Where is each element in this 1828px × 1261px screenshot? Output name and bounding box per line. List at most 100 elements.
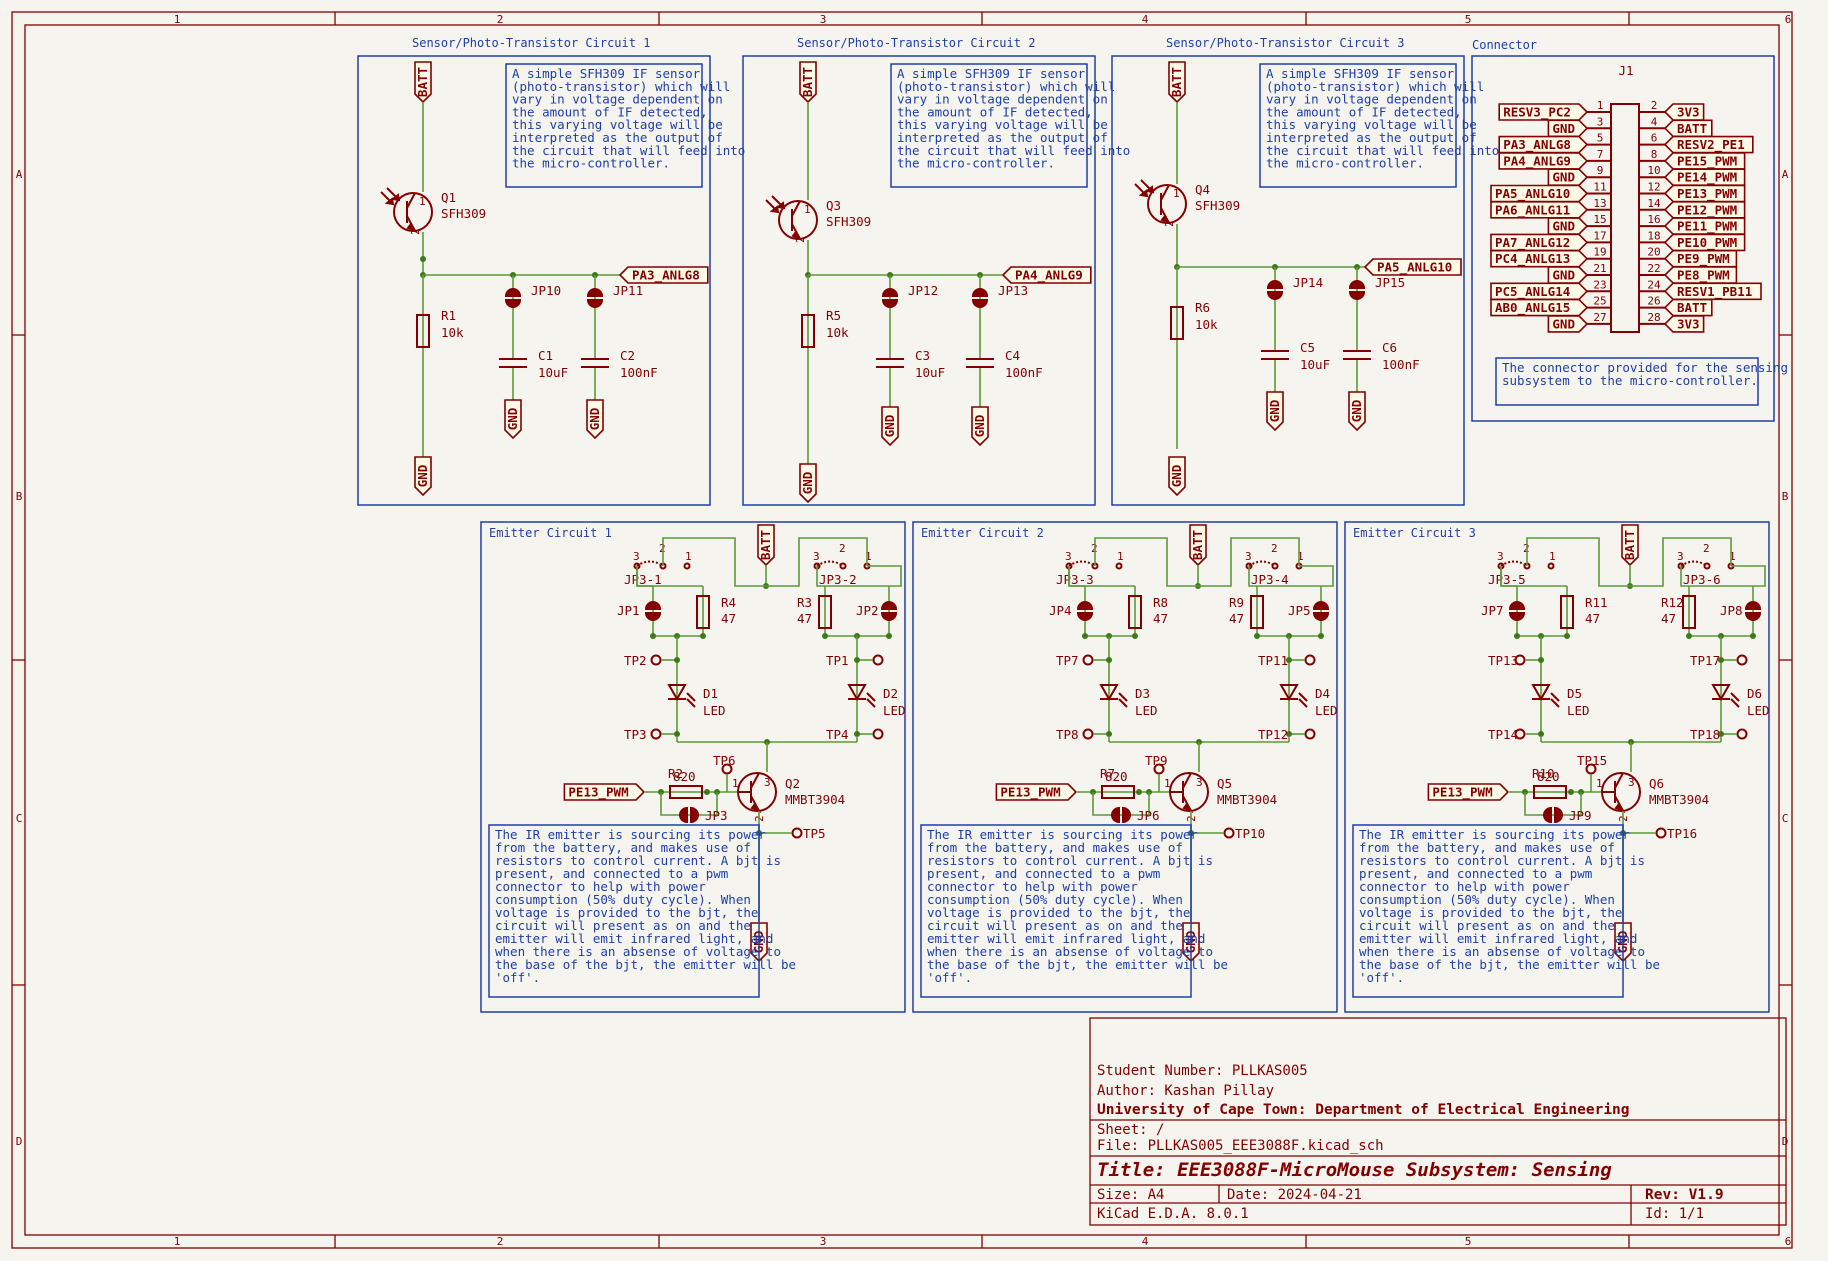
pin-number: 2 (409, 228, 422, 235)
light-arrow (769, 205, 780, 214)
junction-dot (420, 256, 426, 262)
value: 10uF (915, 365, 945, 380)
batt-flag: BATT (799, 61, 817, 104)
row-letter: B (1782, 490, 1789, 503)
label-text: PE13_PWM (1000, 785, 1060, 801)
note-line: this varying voltage will be (1266, 117, 1477, 132)
connector-net-label: 3V3 (1663, 103, 1705, 121)
flag-shape (757, 524, 775, 567)
note-line: resistors to control current. A bjt is (927, 853, 1213, 868)
resistor (1101, 785, 1135, 799)
column-number: 4 (1142, 13, 1149, 26)
flag-shape (586, 399, 604, 440)
note-line: 'off'. (1359, 970, 1404, 985)
solder-jumper (1266, 280, 1284, 289)
value: 10k (1195, 317, 1218, 332)
junction-dot (1718, 657, 1724, 663)
junction-dot (1686, 633, 1692, 639)
pin-number: 2 (1163, 220, 1176, 227)
row-letter: B (16, 490, 23, 503)
note-line: The connector provided for the sensing (1502, 360, 1788, 375)
connector-body (1610, 103, 1640, 333)
designator: TP17 (1690, 653, 1720, 668)
sheet-title: Title: EEE3088F-MicroMouse Subsystem: Se… (1097, 1159, 1612, 1181)
label-shape (1498, 103, 1589, 121)
label-text: PE10_PWM (1677, 235, 1737, 251)
ground-flag: GND (971, 406, 989, 447)
title-block-border (1089, 1017, 1787, 1226)
pin-number: 3 (1497, 550, 1504, 563)
note-line: (photo-transistor) which will (897, 79, 1115, 94)
label-shape (1547, 217, 1589, 235)
solder-jumper (1348, 291, 1366, 300)
solder-jumper (1348, 280, 1366, 289)
junction-dot (1318, 633, 1324, 639)
junction-dot (1750, 633, 1756, 639)
junction-dot (854, 731, 860, 737)
note-line: the circuit that will feed into (512, 143, 745, 158)
designator: JP5 (1288, 603, 1311, 618)
pin-number: 1 (685, 550, 692, 563)
wire (1092, 792, 1150, 816)
section-border (742, 55, 1096, 506)
note-line: resistors to control current. A bjt is (1359, 853, 1645, 868)
row-letter: A (1782, 168, 1789, 181)
value: 47 (1661, 611, 1676, 626)
flag-shape (414, 456, 432, 497)
pin-number: 25 (1593, 295, 1606, 308)
phototransistor (765, 195, 818, 242)
designator: JP3-5 (1488, 572, 1526, 587)
pin-number: 1 (1596, 777, 1603, 790)
note-line: consumption (50% duty cycle). When (927, 892, 1183, 907)
solder-jumper (1312, 601, 1330, 610)
pin-number: 9 (1597, 164, 1604, 177)
designator: Q3 (826, 198, 841, 213)
note-line: the micro-controller. (897, 156, 1055, 171)
note-line: the base of the bjt, the emitter will be (927, 957, 1228, 972)
column-number: 1 (174, 13, 181, 26)
label-shape (1547, 168, 1589, 186)
designator: TP16 (1667, 826, 1697, 841)
row-letter: A (16, 168, 23, 181)
pin-number: 14 (1647, 197, 1661, 210)
designator: R1 (441, 308, 456, 323)
connector-net-label: PE14_PWM (1663, 168, 1746, 186)
junction-dot (854, 657, 860, 663)
resistor (1560, 595, 1574, 629)
flag-text: GND (415, 465, 430, 488)
output-net-label: PA5_ANLG10 (1363, 258, 1462, 276)
ground-flag: GND (799, 463, 817, 504)
section-border (480, 521, 906, 1013)
pin-number: 3 (1677, 550, 1684, 563)
pin-number: 19 (1593, 246, 1606, 259)
phototransistor (380, 187, 433, 234)
label-shape (1663, 152, 1746, 170)
note-border (920, 824, 1192, 998)
connector-net-label: PE11_PWM (1663, 217, 1746, 235)
flag-shape (1168, 456, 1186, 497)
solder-jumper (1076, 601, 1094, 610)
note-line: when there is an absense of voltage to (927, 944, 1213, 959)
column-number: 6 (1785, 1235, 1792, 1248)
label-text: GND (1552, 170, 1575, 185)
connector-net-label: PA5_ANLG10 (1490, 184, 1589, 203)
emission-ray (1118, 698, 1128, 708)
section-title: Emitter Circuit 1 (489, 526, 612, 540)
emission-ray (1730, 692, 1740, 702)
designator: JP2 (856, 603, 879, 618)
cap-gap (498, 360, 528, 366)
column-number: 5 (1465, 1235, 1472, 1248)
date: Date: 2024-04-21 (1227, 1187, 1362, 1203)
junction-dot (674, 657, 680, 663)
designator: TP4 (826, 727, 849, 742)
note-line: emitter will emit infrared light, and (927, 931, 1205, 946)
section-title: Sensor/Photo-Transistor Circuit 2 (797, 36, 1035, 50)
label-text: PA6_ANLG11 (1495, 202, 1570, 218)
designator: R3 (797, 595, 812, 610)
label-text: PA4_ANLG9 (1503, 153, 1571, 169)
output-net-label: PA4_ANLG9 (1001, 266, 1092, 284)
designator: JP14 (1293, 275, 1323, 290)
junction-dot (1538, 731, 1544, 737)
note-line: connector to help with power (1359, 879, 1570, 894)
